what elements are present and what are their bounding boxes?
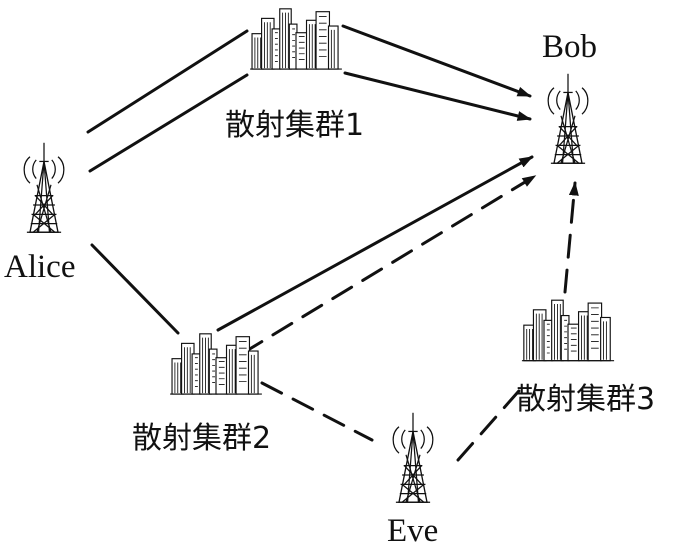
bob-label: Bob [542,29,597,65]
radio-tower-icon [547,72,589,165]
eavesdropper-eve: Eve [387,411,438,545]
eve-to-cluster3-dashed-path [456,382,527,462]
propagation-links [86,24,579,462]
scattering-cluster-2: 散射集群2 [132,333,271,456]
cluster1-to-bob-path-upper [341,24,532,98]
cluster2-to-bob-path [216,155,534,332]
alice-to-cluster1-path-lower [88,73,249,173]
radio-tower-icon [392,411,434,504]
eve-label: Eve [387,513,438,545]
city-buildings-icon [521,299,615,362]
radio-tower-icon [23,141,65,234]
cluster1-label: 散射集群1 [225,108,364,143]
city-buildings-icon [169,333,263,395]
transmitter-alice: Alice [4,141,75,285]
city-buildings-icon [249,8,343,70]
cluster1-to-bob-path-lower [343,71,532,121]
scattering-cluster-1: 散射集群1 [225,8,364,143]
cluster3-to-bob-dashed-path [563,181,579,294]
cluster3-label: 散射集群3 [516,382,655,417]
alice-to-cluster1-path-upper [86,29,249,134]
cluster2-to-eve-dashed-path [260,381,374,442]
scattering-cluster-3: 散射集群3 [516,299,655,417]
alice-label: Alice [4,249,75,285]
cluster2-to-bob-dashed-path [241,174,537,355]
receiver-bob: Bob [542,29,597,165]
alice-to-cluster2-path [90,243,180,335]
cluster2-label: 散射集群2 [132,421,271,456]
